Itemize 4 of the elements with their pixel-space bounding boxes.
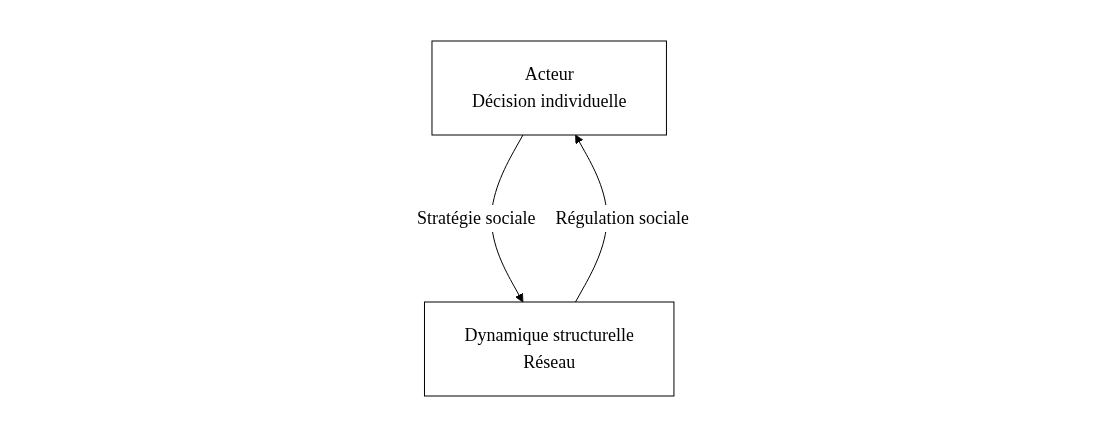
edge-label: Stratégie sociale (417, 207, 536, 228)
node-box: Acteur Décision individuelle (431, 40, 667, 135)
edge-label: Régulation sociale (555, 207, 689, 228)
node-box: Dynamique structurelle Réseau (424, 301, 675, 396)
